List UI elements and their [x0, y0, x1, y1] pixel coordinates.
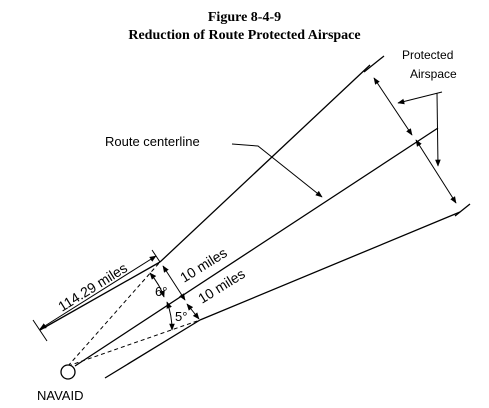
- protected-airspace-leader: [397, 91, 443, 105]
- route-centerline-leader: [231, 143, 323, 198]
- figure-number: Figure 8-4-9: [207, 10, 282, 25]
- dashed-angle-lower: [67, 319, 201, 367]
- angle-arc-upper: [149, 272, 165, 298]
- protected-label-1: Protected: [402, 48, 453, 62]
- angle-arc-lower: [166, 301, 175, 331]
- protected-label-2: Airspace: [410, 67, 457, 81]
- protected-width-upper-arrow: [373, 77, 413, 136]
- distance-label: 114.29 miles: [55, 259, 130, 314]
- route-centerline-label: Route centerline: [105, 134, 200, 149]
- figure-title: Reduction of Route Protected Airspace: [128, 28, 361, 43]
- distance-dimension-line: [39, 255, 157, 330]
- width-lower-dimension: [186, 303, 200, 320]
- protected-width-lower-arrow: [415, 139, 457, 204]
- angle-upper-label: 6°: [155, 284, 167, 299]
- upper-boundary-cap: [363, 55, 385, 73]
- lower-boundary-outer-line: [199, 211, 461, 321]
- upper-boundary-outer-line: [159, 64, 371, 263]
- protected-airspace-leader-2: [435, 92, 441, 167]
- route-centerline: [74, 127, 439, 367]
- angle-lower-label: 5°: [175, 309, 187, 324]
- width-upper-dimension: [162, 265, 186, 301]
- lower-boundary-cap: [454, 203, 471, 217]
- distance-extension-left: [32, 319, 48, 342]
- navaid-circle: [60, 364, 76, 380]
- lower-boundary-line: [104, 319, 201, 379]
- navaid-label: NAVAID: [37, 388, 83, 403]
